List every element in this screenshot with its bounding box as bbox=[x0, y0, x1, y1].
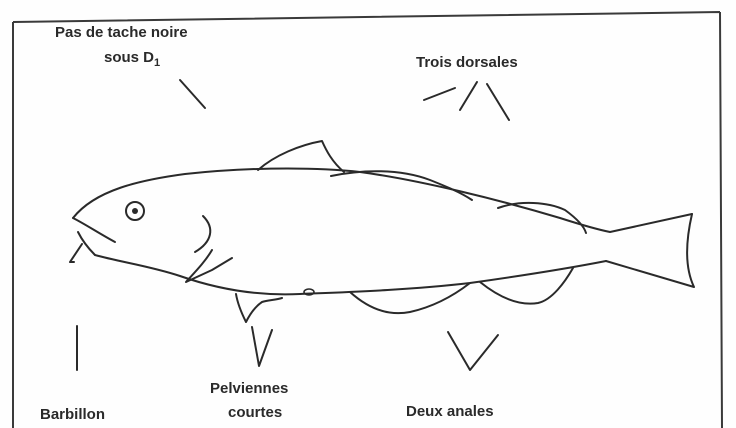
figure-frame bbox=[13, 12, 722, 428]
pectoral-fin bbox=[186, 250, 232, 282]
lower-jaw bbox=[78, 232, 95, 255]
label-two-anals: Deux anales bbox=[406, 403, 494, 420]
pointer-dorsal-3 bbox=[487, 84, 509, 120]
fish-body-lower bbox=[95, 255, 606, 294]
pointer-anal bbox=[448, 332, 498, 370]
barbel bbox=[70, 244, 82, 262]
pointer-no-spot bbox=[180, 80, 205, 108]
label-barbel: Barbillon bbox=[40, 406, 105, 423]
dorsal-fin-2 bbox=[331, 171, 472, 200]
tail-fin bbox=[606, 214, 694, 287]
anal-fin-2 bbox=[480, 268, 573, 304]
label-three-dorsals: Trois dorsales bbox=[416, 54, 518, 71]
pointer-pelvic bbox=[252, 327, 272, 366]
gill-cover bbox=[195, 216, 210, 252]
label-no-spot-line2: sous D1 bbox=[104, 49, 160, 69]
mouth bbox=[73, 218, 115, 242]
pointer-dorsal-1 bbox=[424, 88, 455, 100]
eye-pupil bbox=[132, 208, 138, 214]
label-no-spot-line1: Pas de tache noire bbox=[55, 24, 188, 41]
dorsal-fin-1 bbox=[258, 141, 344, 172]
label-pelvic-line1: Pelviennes bbox=[210, 380, 288, 397]
fish-body-upper bbox=[73, 169, 692, 233]
dorsal-fin-3 bbox=[498, 203, 586, 233]
pointer-dorsal-2 bbox=[460, 82, 477, 110]
label-pelvic-line2: courtes bbox=[228, 404, 282, 421]
pelvic-fin bbox=[236, 294, 282, 322]
